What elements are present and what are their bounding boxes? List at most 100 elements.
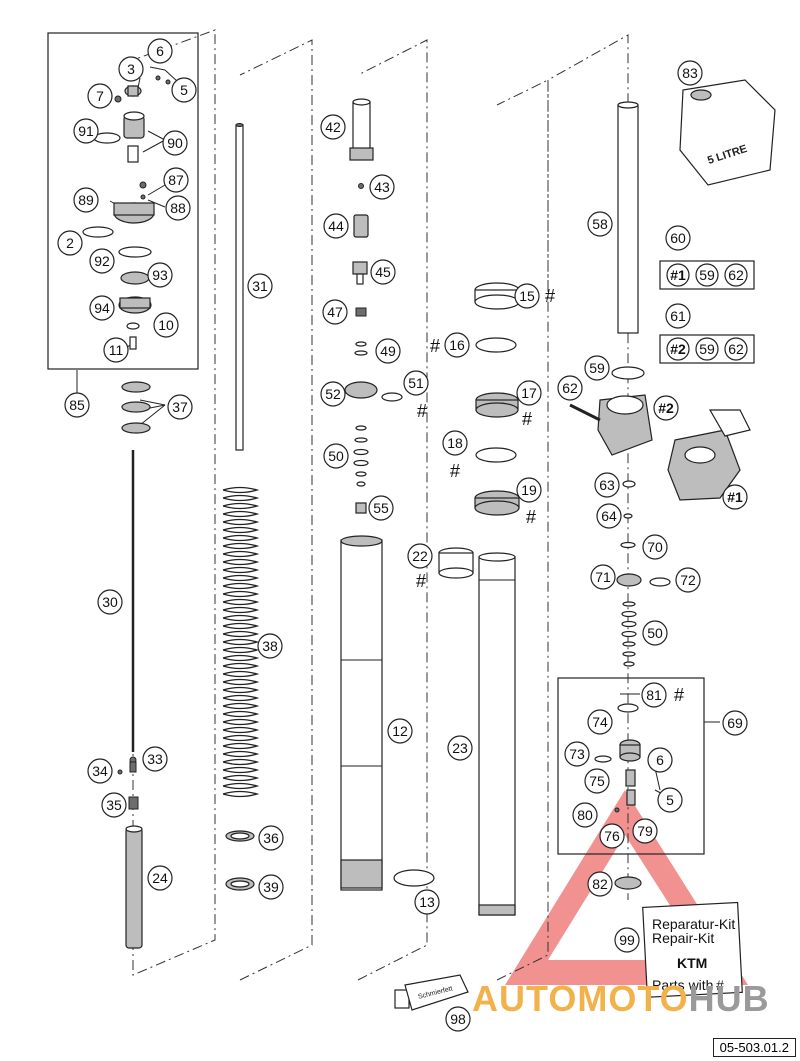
callout-circle [370,259,396,285]
callout-c35: 35 [101,792,127,818]
callout-circle [387,718,413,744]
kit-item-circle [666,337,690,361]
callout-c74: 74 [587,709,613,735]
callout-label: 7 [96,88,104,104]
callout-circle [403,370,429,396]
callout-circle [445,1006,471,1032]
callout-label: 33 [147,751,163,767]
callout-circle [665,225,691,251]
hash-mark-layer: ######## [416,286,684,705]
callout-circle [87,83,113,109]
group-box-69 [557,677,705,855]
callout-c52: 52 [320,381,346,407]
callout-circle [103,337,129,363]
callout-circle [320,381,346,407]
callout-circle [596,503,622,529]
callout-circle [572,802,598,828]
callout-label: 93 [152,267,168,283]
callout-label: 85 [69,397,85,413]
callout-c79: 79 [632,818,658,844]
callout-c99: 99 [614,927,640,953]
callout-c18: 18 [442,430,468,456]
callout-circle [165,195,191,221]
callout-label: 61 [670,308,686,324]
callout-circle [587,211,613,237]
axle-clamp-1 [667,409,751,501]
callout-c62: 62 [557,375,583,401]
callout-c34: 34 [87,758,113,784]
callout-c76: 76 [599,823,625,849]
callout-label: 3 [127,61,135,77]
spring-washers [225,830,255,891]
callout-c44: 44 [323,213,349,239]
callout-circle [147,865,173,891]
clamp-tag-tag1 [722,484,748,510]
callout-label: 74 [592,714,608,730]
callout-c11: 11 [103,337,129,363]
kit-item-circle [695,263,719,287]
watermark-part1: AUTOMOTO [472,978,689,1019]
hash-mark: # [416,571,426,591]
callout-circle [368,495,394,521]
callout-c61: 61 [665,303,691,329]
callout-label: 76 [604,828,620,844]
callout-c15: 15 [514,283,540,309]
callout-circle [89,295,115,321]
callout-label: 18 [447,435,463,451]
repair-kit-line1: Reparatur-Kit [652,916,735,932]
callout-label: 62 [562,380,578,396]
damper-rod [117,450,143,949]
callout-label: 16 [449,337,465,353]
damper-parts [344,98,403,514]
callout-circle [163,167,189,193]
callout-circle [97,589,123,615]
callout-c91: 91 [73,118,99,144]
callout-c63: 63 [594,472,620,498]
callout-label: 58 [592,216,608,232]
hash-mark: # [430,336,440,356]
callout-circle [514,283,540,309]
callout-circle [614,927,640,953]
callout-label: 98 [450,1011,466,1027]
callout-label: 99 [619,932,635,948]
repair-kit-line3: Parts with [652,977,713,993]
callout-c88: 88 [165,195,191,221]
callout-circle [657,787,683,813]
callout-circle [73,187,99,213]
callout-label: 36 [263,830,279,846]
callout-label: 83 [682,65,698,81]
callout-circle [101,792,127,818]
callout-c81: 81 [641,682,667,708]
callout-circle [594,472,620,498]
callout-label: 92 [94,253,110,269]
callout-c23: 23 [447,735,473,761]
callout-c45: 45 [370,259,396,285]
callout-label: 34 [92,763,108,779]
callout-c87: 87 [163,167,189,193]
callout-c93: 93 [147,262,173,288]
callout-c12: 12 [387,718,413,744]
callout-c17: 17 [516,380,542,406]
callout-c37: 37 [167,394,193,420]
callout-label: 87 [168,172,184,188]
callout-circle [447,735,473,761]
oil-can: 5 LITRE [679,79,776,186]
callout-c43: 43 [369,174,395,200]
hash-mark: # [417,401,427,421]
callout-c47: 47 [322,299,348,325]
cap-assembly [82,75,171,434]
callout-circle [414,889,440,915]
hash-mark: # [674,685,684,705]
dashed-panel-3 [357,39,428,981]
kit-item-label: #1 [670,267,686,283]
repair-kit-brand: KTM [677,955,707,971]
grease-tube: Schmierfett [394,974,469,1011]
callout-c75: 75 [584,768,610,794]
pressure-tube [617,101,639,334]
callout-c22: 22 [407,543,433,569]
callout-label: 71 [595,569,611,585]
callout-circle [323,443,349,469]
callout-label: 13 [419,894,435,910]
callout-label: 45 [375,264,391,280]
callout-label: 11 [109,342,124,358]
